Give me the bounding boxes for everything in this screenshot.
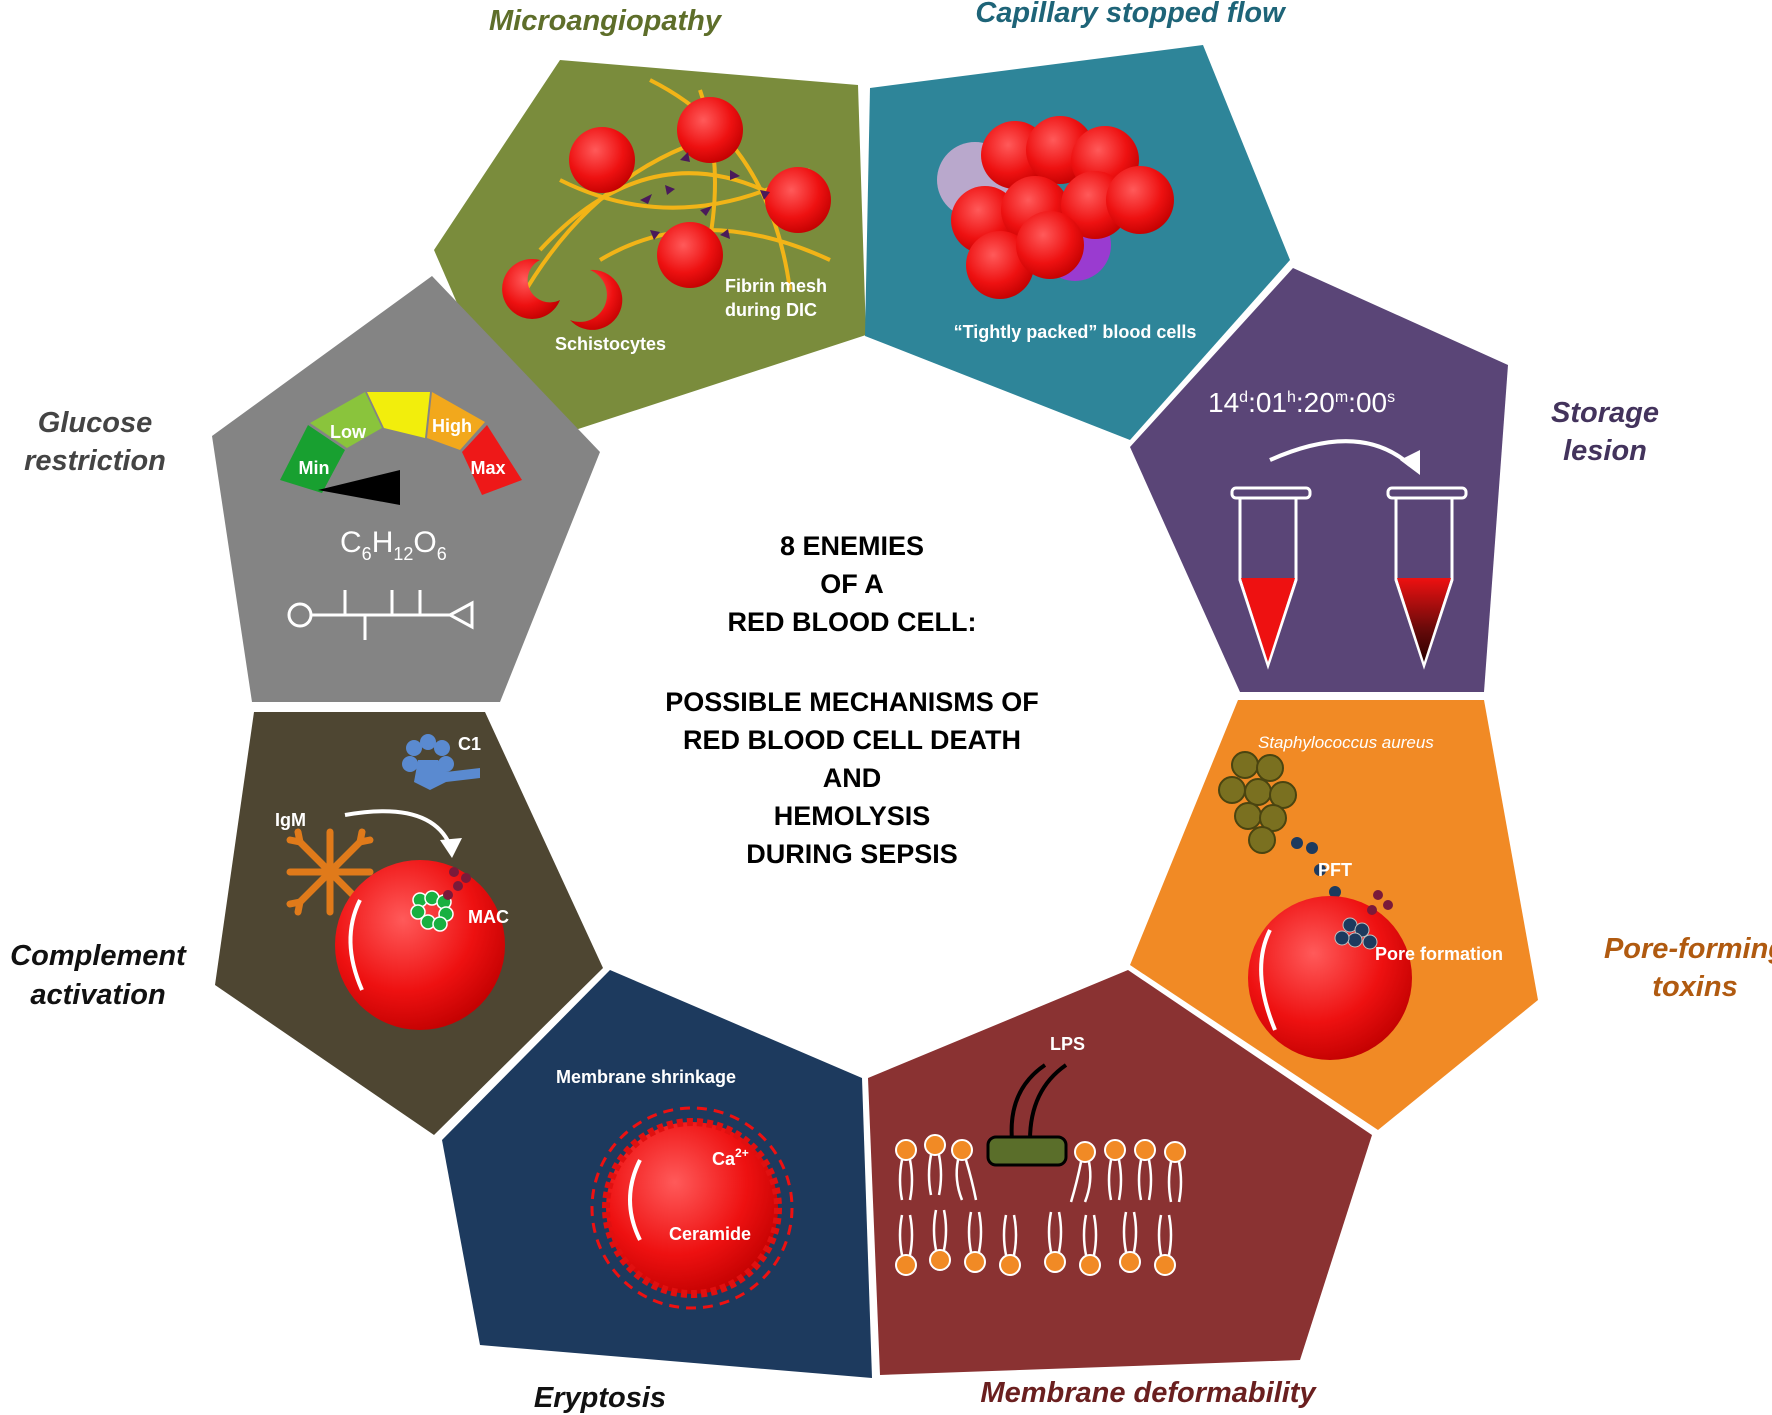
glucose-pentagon xyxy=(212,276,600,702)
complement-title-1: Complement xyxy=(10,940,187,972)
calcium-label: Ca2+ xyxy=(712,1146,749,1169)
glucose-formula: C6H12O6 xyxy=(340,526,447,564)
center-line-2: OF A xyxy=(820,569,884,599)
center-line-8: DURING SEPSIS xyxy=(746,839,958,869)
lps-chain-icon xyxy=(1009,1063,1047,1141)
panel-pore: Staphylococcus aureus PFT Pore formation… xyxy=(1130,700,1772,1130)
toxin-molecule-icon xyxy=(1291,837,1341,898)
panel-complement: C1 IgM MAC Complement activation xyxy=(10,712,603,1135)
shrinkage-label: Membrane shrinkage xyxy=(556,1067,736,1087)
mac-label: MAC xyxy=(468,907,509,927)
pore-title-2: toxins xyxy=(1652,971,1737,1003)
panel-eryptosis: Membrane shrinkage Ca2+ Ceramide Eryptos… xyxy=(442,970,872,1414)
center-title-block: 8 ENEMIES OF A RED BLOOD CELL: POSSIBLE … xyxy=(665,531,1039,869)
pore-title-1: Pore-forming xyxy=(1604,933,1772,965)
storage-timer: 14d:01h:20m:00s xyxy=(1208,387,1395,418)
lipid-tails-icon xyxy=(898,1154,1183,1256)
phospholipid-bilayer-icon xyxy=(895,1134,1186,1276)
pore-complex-icon xyxy=(1334,917,1378,950)
pore-formation-label: Pore formation xyxy=(1375,944,1503,964)
mac-complex-icon xyxy=(410,890,454,932)
platelet-fragments-icon xyxy=(640,152,770,240)
panel-capillary: “Tightly packed” blood cells Capillary s… xyxy=(865,0,1290,440)
pft-label: PFT xyxy=(1318,860,1352,880)
svg-text:High: High xyxy=(432,416,472,436)
rbc-complement-icon xyxy=(335,860,505,1030)
organism-label: Staphylococcus aureus xyxy=(1258,733,1434,752)
ceramide-label: Ceramide xyxy=(669,1224,751,1244)
shrinkage-boundary-icon xyxy=(590,1106,794,1310)
gauge-needle-icon xyxy=(318,470,400,505)
glucose-gauge-icon: Min Low High Max xyxy=(280,392,522,505)
panel-storage: 14d:01h:20m:00s Storage lesion xyxy=(1130,268,1659,692)
center-line-5: RED BLOOD CELL DEATH xyxy=(683,725,1021,755)
panel-glucose: Min Low High Max C6H12O6 Glucose restric… xyxy=(24,276,600,702)
curved-arrow-icon-2 xyxy=(344,809,452,846)
capillary-caption: “Tightly packed” blood cells xyxy=(954,322,1197,342)
fibrin-label: Fibrin mesh xyxy=(725,276,827,296)
stored-blood-tube-icon xyxy=(1386,486,1468,670)
pore-chain-icon xyxy=(1367,890,1393,915)
center-line-1: 8 ENEMIES xyxy=(780,531,924,561)
mac-chain-icon xyxy=(443,867,471,900)
storage-title-2: lesion xyxy=(1563,435,1647,467)
capillary-title: Capillary stopped flow xyxy=(975,0,1287,29)
complement-title-2: activation xyxy=(30,979,165,1011)
igm-label: IgM xyxy=(275,810,306,830)
c1-label: C1 xyxy=(458,734,481,754)
svg-text:Max: Max xyxy=(470,458,505,478)
glucose-structure-icon xyxy=(287,590,474,640)
center-line-3: RED BLOOD CELL: xyxy=(728,607,977,637)
center-line-4: POSSIBLE MECHANISMS OF xyxy=(665,687,1039,717)
svg-text:Min: Min xyxy=(299,458,330,478)
panel-microangiopathy: Fibrin mesh during DIC Schistocytes Micr… xyxy=(434,5,866,448)
glucose-title-2: restriction xyxy=(24,445,166,477)
center-line-7: HEMOLYSIS xyxy=(774,801,931,831)
eryptotic-cell-icon xyxy=(602,1118,782,1298)
red-blood-cell-icon xyxy=(569,97,831,288)
rbc-pore-icon xyxy=(1248,896,1412,1060)
c1-complex-icon xyxy=(402,734,480,790)
packed-red-cells-icon xyxy=(951,116,1174,299)
schistocytes-icon xyxy=(502,258,623,330)
center-line-6: AND xyxy=(823,763,882,793)
microangiopathy-pentagon xyxy=(434,60,866,448)
panel-membrane: LPS Membrane d xyxy=(868,970,1372,1409)
fibrin-label-2: during DIC xyxy=(725,300,817,320)
membrane-protein-icon xyxy=(986,1135,1068,1167)
arrowhead-icon xyxy=(1400,450,1420,475)
storage-title-1: Storage xyxy=(1551,397,1659,429)
curved-arrow-icon xyxy=(1269,439,1412,467)
microangiopathy-title: Microangiopathy xyxy=(489,5,723,37)
bacteria-icon xyxy=(1218,751,1297,854)
glucose-title-1: Glucose xyxy=(38,407,152,439)
schistocytes-label: Schistocytes xyxy=(555,334,666,354)
lps-label: LPS xyxy=(1050,1034,1085,1054)
fresh-blood-tube-icon xyxy=(1230,486,1312,670)
eryptosis-title: Eryptosis xyxy=(534,1382,666,1414)
membrane-title: Membrane deformability xyxy=(980,1377,1317,1409)
svg-text:Low: Low xyxy=(330,422,367,442)
